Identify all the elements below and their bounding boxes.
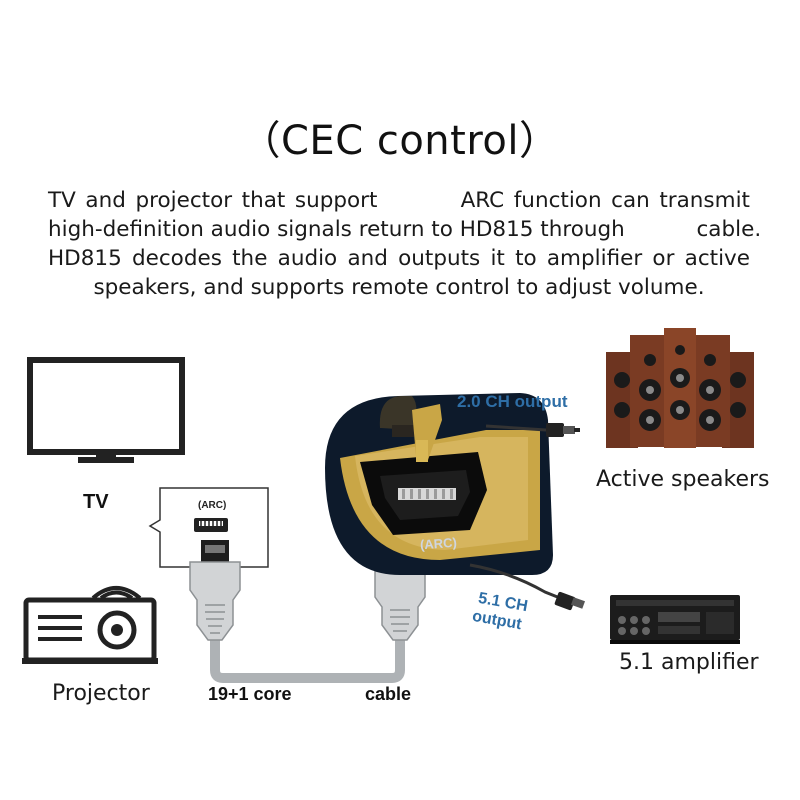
ch51-output-cable <box>469 563 586 611</box>
tv-label: TV <box>83 491 109 513</box>
amplifier-label: 5.1 amplifier <box>619 650 759 675</box>
speakers-icon <box>606 328 754 448</box>
projector-label: Projector <box>52 681 150 706</box>
arc-port-label: (ARC) <box>419 534 458 553</box>
description: TV and projector that support ARC functi… <box>48 186 761 302</box>
cable-label: cable <box>365 684 412 704</box>
description-line-4: speakers, and supports remote control to… <box>93 275 705 300</box>
tv-icon <box>27 357 185 463</box>
description-line-1b: ARC function can transmit <box>460 188 750 213</box>
arc-port-photo <box>325 393 553 575</box>
hdmi-port-icon <box>194 518 228 532</box>
projector-icon <box>22 586 158 664</box>
page-title: （CEC control） <box>240 118 560 164</box>
active-speakers-label: Active speakers <box>596 467 770 492</box>
hdmi-cable-icon <box>189 540 426 683</box>
description-line-2: high-definition audio signals return to … <box>48 215 761 244</box>
ch2-output-cable <box>485 423 580 437</box>
description-line-3: HD815 decodes the audio and outputs it t… <box>48 246 750 271</box>
description-line-2b: cable. <box>696 217 762 242</box>
arc-small-label: (ARC) <box>198 500 227 511</box>
core-label: 19+1 core <box>208 684 292 704</box>
description-line-1: TV and projector that support ARC functi… <box>48 186 750 215</box>
arc-callout <box>148 487 269 568</box>
description-line-2a: high-definition audio signals return to … <box>48 217 625 242</box>
amplifier-icon <box>610 595 740 644</box>
description-line-1a: TV and projector that support <box>48 188 378 213</box>
ch2-output-label: 2.0 CH output <box>457 392 568 411</box>
